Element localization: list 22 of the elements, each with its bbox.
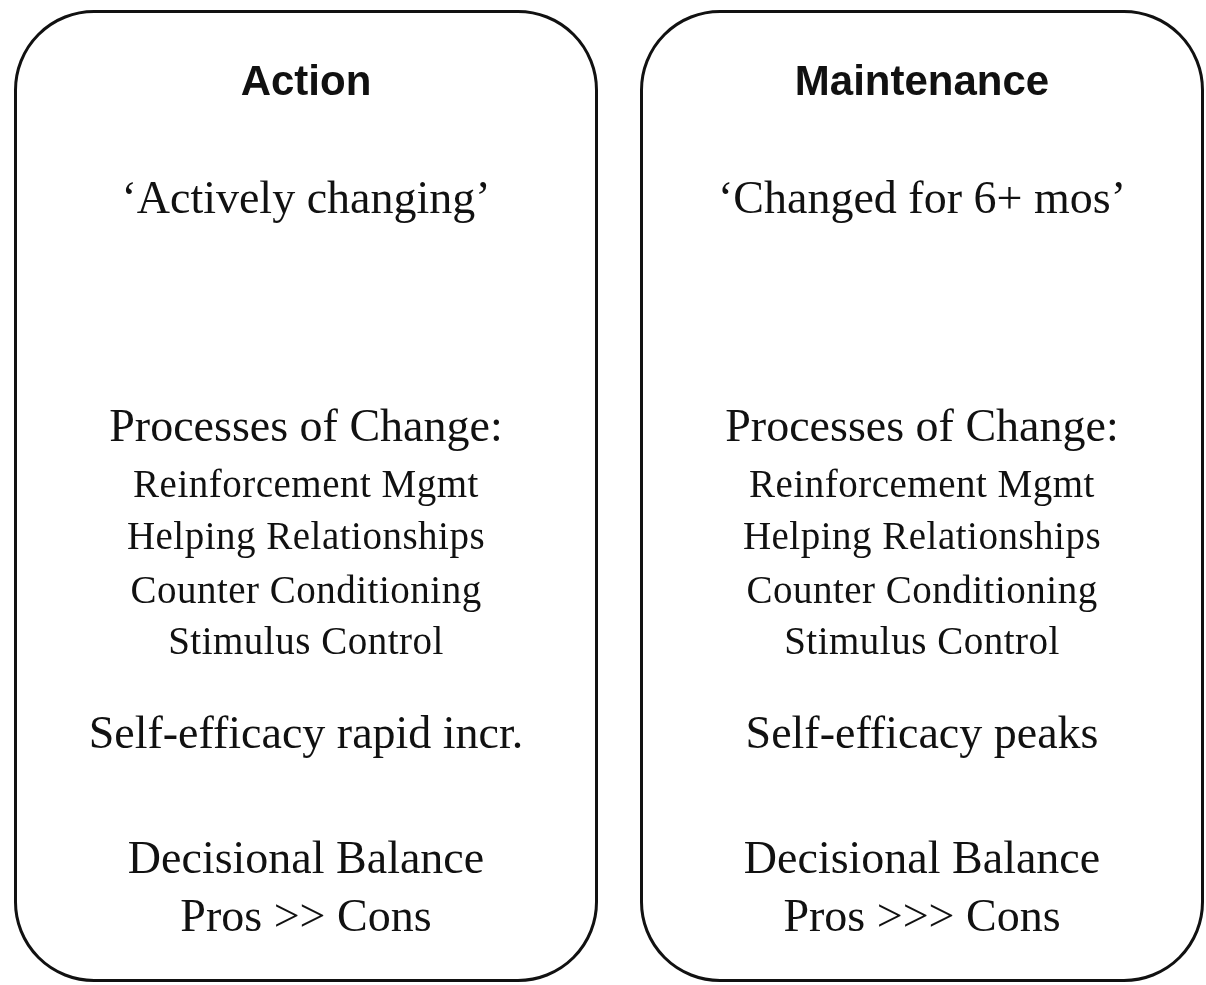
process-item: Helping Relationships [126, 515, 486, 558]
stage-description: ‘Actively changing’ [121, 173, 491, 224]
stage-card [14, 10, 598, 982]
process-item: Stimulus Control [168, 620, 444, 663]
process-item: Counter Conditioning [130, 569, 482, 612]
stage-title: Action [240, 58, 372, 105]
stage-card [640, 10, 1204, 982]
stage-title: Maintenance [794, 58, 1050, 105]
decisional-balance-value: Pros >> Cons [180, 891, 432, 942]
decisional-balance-value: Pros >>> Cons [783, 891, 1061, 942]
process-item: Reinforcement Mgmt [133, 463, 479, 506]
self-efficacy-note: Self-efficacy peaks [745, 708, 1099, 759]
decisional-balance-heading: Decisional Balance [127, 833, 485, 884]
process-item: Reinforcement Mgmt [749, 463, 1095, 506]
section-heading: Processes of Change: [109, 401, 503, 452]
process-item: Stimulus Control [784, 620, 1060, 663]
process-item: Counter Conditioning [746, 569, 1098, 612]
decisional-balance-heading: Decisional Balance [743, 833, 1101, 884]
stage-description: ‘Changed for 6+ mos’ [718, 173, 1126, 224]
process-item: Helping Relationships [742, 515, 1102, 558]
section-heading: Processes of Change: [725, 401, 1119, 452]
self-efficacy-note: Self-efficacy rapid incr. [88, 708, 524, 759]
